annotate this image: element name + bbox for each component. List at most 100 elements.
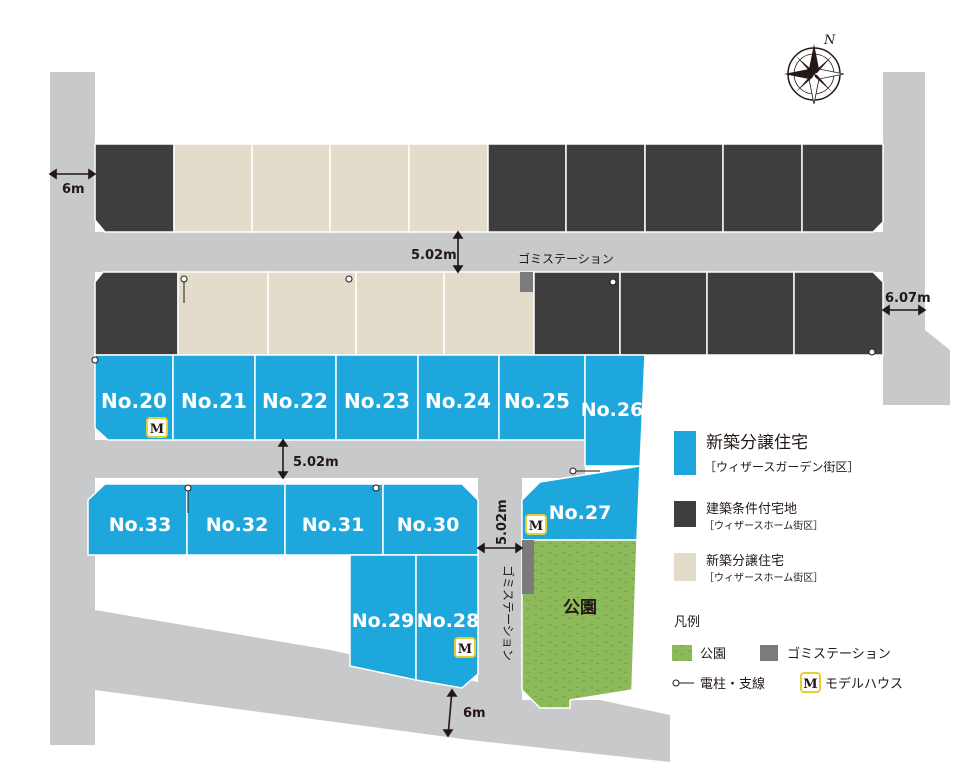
legend-model-mark: M <box>803 677 817 692</box>
lot-no22[interactable] <box>254 354 337 441</box>
middle-road-width-arrow <box>277 438 289 480</box>
row-b-lots <box>94 271 884 356</box>
garbage-station-vertical-marker <box>522 540 534 594</box>
lot-label-no30: No.30 <box>397 514 460 536</box>
lot-b1[interactable] <box>94 271 179 356</box>
roads <box>50 72 950 762</box>
legend-conditional-sub: ［ウィザースホーム街区］ <box>704 519 823 532</box>
lot-no24[interactable] <box>417 354 500 441</box>
lot-b9[interactable] <box>793 271 884 356</box>
utility-pole-icon <box>609 278 617 286</box>
middle-road-width-label: 5.02m <box>293 455 339 470</box>
compass-icon: N <box>784 33 845 105</box>
vertical-road-width-label: 5.02m <box>495 499 510 545</box>
legend-conditional-title: 建築条件付宅地 <box>706 501 797 517</box>
legend-swatch-beige <box>674 553 696 581</box>
lot-a3[interactable] <box>251 143 331 233</box>
utility-pole-icon <box>180 275 188 303</box>
vertical-road-width-arrow <box>476 542 524 554</box>
lot-b6[interactable] <box>533 271 621 356</box>
lot-b8[interactable] <box>706 271 795 356</box>
lot-no30[interactable] <box>382 483 479 556</box>
park-area[interactable] <box>521 539 638 709</box>
lot-b3[interactable] <box>267 271 357 356</box>
park-label: 公園 <box>563 598 597 618</box>
lot-b5[interactable] <box>443 271 535 356</box>
lot-a10[interactable] <box>801 143 884 233</box>
lot-a4[interactable] <box>329 143 410 233</box>
lot-label-no26: No.26 <box>581 399 644 421</box>
svg-text:M: M <box>150 422 164 437</box>
legend-model-label: モデルハウス <box>825 676 903 692</box>
lot-a9[interactable] <box>722 143 803 233</box>
lot-a2[interactable] <box>173 143 253 233</box>
row-c-lots <box>94 354 646 467</box>
legend: 新築分譲住宅 ［ウィザースガーデン街区］ 建築条件付宅地 ［ウィザースホーム街区… <box>672 431 903 693</box>
legend-garbage-label: ゴミステーション <box>787 646 891 662</box>
lot-b2[interactable] <box>177 271 269 356</box>
west-road <box>50 72 95 745</box>
lot-a7[interactable] <box>565 143 646 233</box>
svg-text:M: M <box>529 519 543 534</box>
lot-label-no32: No.32 <box>206 514 269 536</box>
legend-swatch-conditional <box>674 501 696 527</box>
dimension-labels: 6m 5.02m 6.07m 5.02m 5.02m 6m <box>62 182 931 721</box>
lot-no23[interactable] <box>335 354 419 441</box>
lot-label-no24: No.24 <box>425 389 491 413</box>
legend-pole-label: 電柱・支線 <box>700 676 765 692</box>
lot-b7[interactable] <box>619 271 708 356</box>
legend-model-badge <box>800 672 821 693</box>
east-road <box>883 72 950 405</box>
east-road-width-label: 6.07m <box>885 291 931 306</box>
utility-pole-icon <box>184 484 192 513</box>
utility-pole-icon <box>569 467 600 475</box>
lot-no32[interactable] <box>186 483 286 556</box>
lot-no33[interactable] <box>87 483 188 556</box>
legend-swatch-park <box>672 645 692 661</box>
lot-label-no27: No.27 <box>549 502 612 524</box>
model-house-marks: M M M <box>146 417 547 658</box>
lot-a8[interactable] <box>644 143 724 233</box>
legend-park-label: 公園 <box>700 647 726 662</box>
lot-label-no33: No.33 <box>109 514 172 536</box>
utility-pole-icon <box>91 356 99 364</box>
legend-pole-icon <box>672 679 694 687</box>
east-road-width-arrow <box>881 304 927 316</box>
legend-beige-title: 新築分譲住宅 <box>706 553 784 569</box>
utility-poles <box>91 275 876 513</box>
svg-text:M: M <box>458 642 472 657</box>
legend-swatch-new-sale <box>674 431 696 475</box>
upper-road-width-label: 5.02m <box>411 248 457 263</box>
lot-label-no21: No.21 <box>181 389 247 413</box>
south-road <box>50 610 670 762</box>
lot-label-no29: No.29 <box>352 610 415 632</box>
middle-road <box>95 440 585 478</box>
utility-pole-icon <box>868 348 876 356</box>
lot-label-no23: No.23 <box>344 389 410 413</box>
south-road-width-label: 6m <box>463 706 486 721</box>
west-road-width-label: 6m <box>62 182 85 197</box>
utility-pole-icon <box>345 275 353 283</box>
lot-label-no20: No.20 <box>101 389 167 413</box>
lot-a6[interactable] <box>487 143 567 233</box>
lot-label-no31: No.31 <box>302 514 365 536</box>
lot-no21[interactable] <box>172 354 256 441</box>
model-house-badge-no28[interactable]: M <box>454 637 476 658</box>
legend-new-sale-title: 新築分譲住宅 <box>706 433 808 453</box>
legend-swatch-garbage <box>760 645 778 661</box>
compass-north-label: N <box>823 33 836 48</box>
lot-a1[interactable] <box>94 143 175 233</box>
lot-labels: No.20 No.21 No.22 No.23 No.24 No.25 No.2… <box>101 389 643 632</box>
dimension-markers <box>48 168 927 738</box>
lot-b4[interactable] <box>355 271 445 356</box>
west-road-width-arrow <box>48 168 97 180</box>
row-a-lots <box>94 143 884 233</box>
lot-a5[interactable] <box>408 143 489 233</box>
model-house-badge-no27[interactable]: M <box>525 514 547 535</box>
vertical-road <box>478 478 522 700</box>
row-d-lots <box>87 483 479 556</box>
lot-label-no25: No.25 <box>504 389 570 413</box>
model-house-badge-no20[interactable]: M <box>146 417 168 438</box>
south-road-width-arrow <box>442 688 458 738</box>
